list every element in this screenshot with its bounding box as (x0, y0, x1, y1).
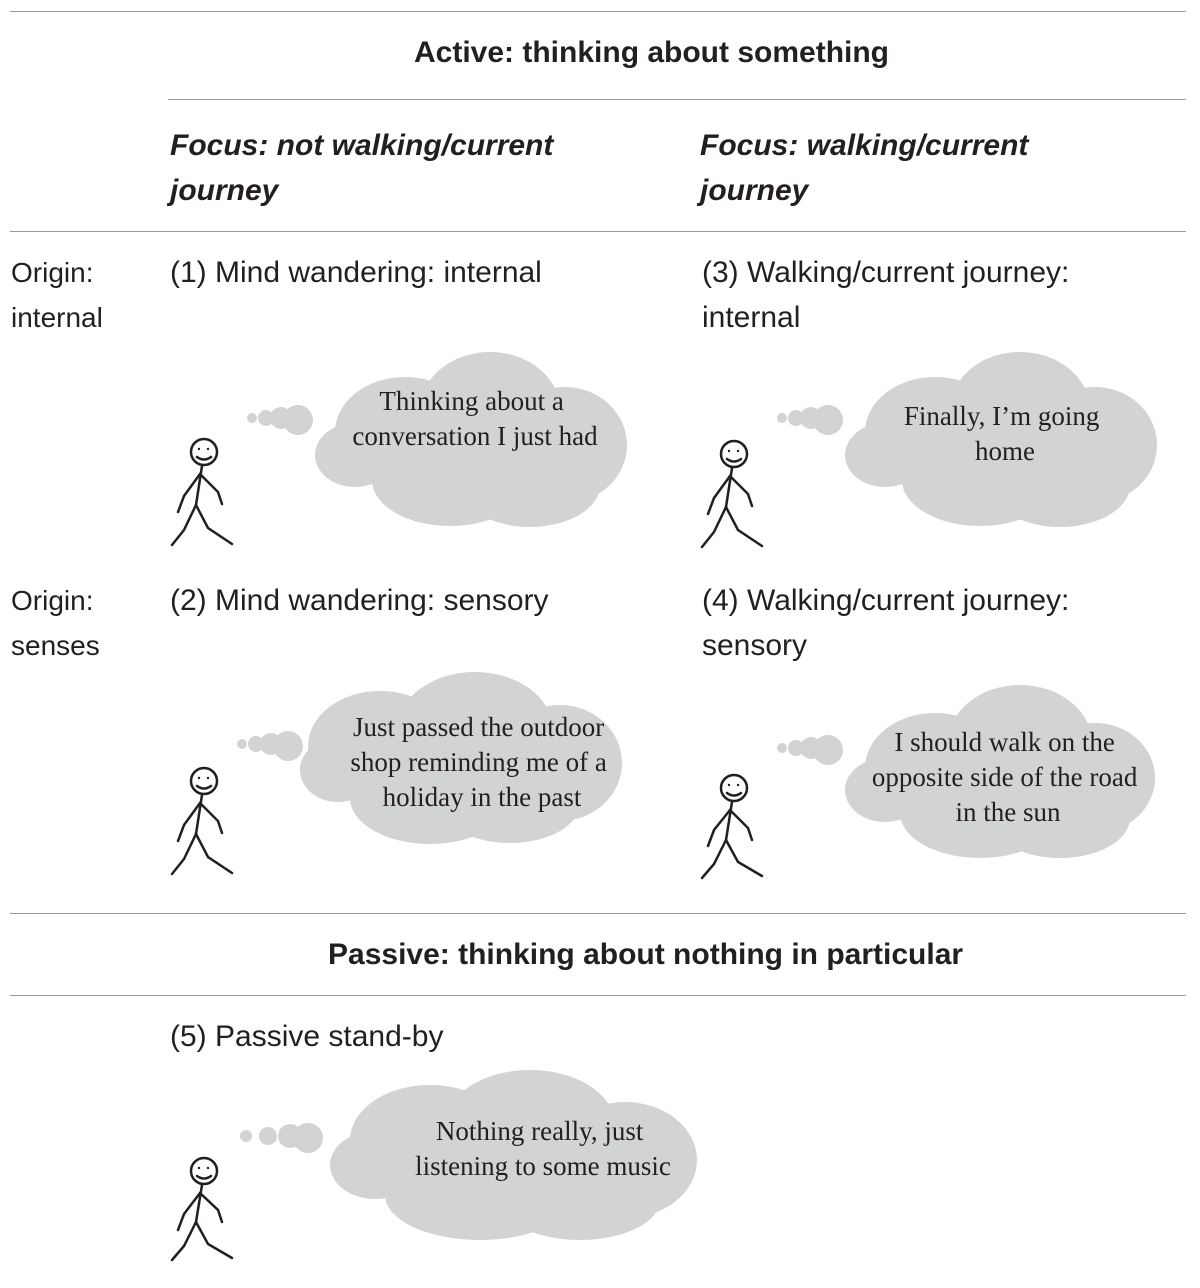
scene-3: Finally, I’m going home (700, 352, 1157, 549)
cell-4-title: (4) Walking/current journey: sensory (702, 578, 1069, 668)
scene-1: Thinking about a conversation I just had (170, 352, 627, 547)
column-header-rule (10, 231, 1186, 232)
thought-cloud (300, 672, 622, 844)
thought-text: Thinking about a conversation I just had (352, 386, 598, 451)
cell-3-title: (3) Walking/current journey: internal (702, 250, 1069, 340)
column-header-walking: Focus: walking/current journey (700, 123, 1028, 213)
column-header-line: journey (700, 174, 809, 207)
thought-text: I should walk on the opposite side of th… (872, 727, 1144, 827)
thought-dots (237, 731, 303, 761)
cell-1-title: (1) Mind wandering: internal (170, 256, 542, 289)
thought-text: Just passed the outdoor shop reminding m… (350, 712, 613, 812)
column-header-line: Focus: walking/current (700, 129, 1029, 162)
column-header-line: Focus: not walking/current (170, 129, 554, 162)
scene-2: Just passed the outdoor shop reminding m… (170, 672, 622, 876)
thought-dots (247, 405, 313, 435)
thought-dots (777, 735, 843, 765)
passive-header: Passive: thinking about nothing in parti… (328, 938, 964, 971)
scene-4: I should walk on the opposite side of th… (700, 685, 1155, 880)
cell-title-line: (3) Walking/current journey: (702, 256, 1070, 289)
column-header-line: journey (170, 174, 279, 207)
active-header-rule (168, 99, 1186, 100)
row-label-senses: Origin: senses (11, 578, 100, 668)
stick-figure-icon (170, 766, 234, 876)
stick-figure-icon (700, 773, 764, 880)
thought-cloud (845, 352, 1157, 527)
passive-top-rule (10, 913, 1186, 914)
row-label-line: Origin: (11, 585, 94, 616)
column-header-not-walking: Focus: not walking/current journey (170, 123, 553, 213)
top-rule (10, 11, 1186, 12)
stick-figure-icon (700, 439, 764, 549)
thought-text: Nothing really, just listening to some m… (415, 1116, 671, 1181)
cell-title-line: (4) Walking/current journey: (702, 584, 1070, 617)
stick-figure-icon (170, 1156, 234, 1262)
row-label-line: senses (11, 630, 100, 661)
stick-figure-icon (170, 437, 234, 547)
cell-5-title: (5) Passive stand-by (170, 1020, 444, 1053)
row-label-internal: Origin: internal (11, 250, 103, 340)
cell-2-title: (2) Mind wandering: sensory (170, 584, 549, 617)
thought-dots (240, 1123, 323, 1153)
thought-text: Finally, I’m going home (904, 401, 1106, 466)
row-label-line: internal (11, 302, 103, 333)
thought-dots (777, 405, 843, 435)
thought-cloud (845, 685, 1155, 858)
scene-5: Nothing really, just listening to some m… (170, 1070, 697, 1262)
passive-header-rule (10, 995, 1186, 996)
thought-cloud (330, 1070, 697, 1240)
cell-title-line: internal (702, 301, 801, 334)
active-header: Active: thinking about something (414, 36, 890, 69)
thought-cloud (315, 352, 627, 527)
cell-title-line: sensory (702, 629, 808, 662)
row-label-line: Origin: (11, 257, 94, 288)
